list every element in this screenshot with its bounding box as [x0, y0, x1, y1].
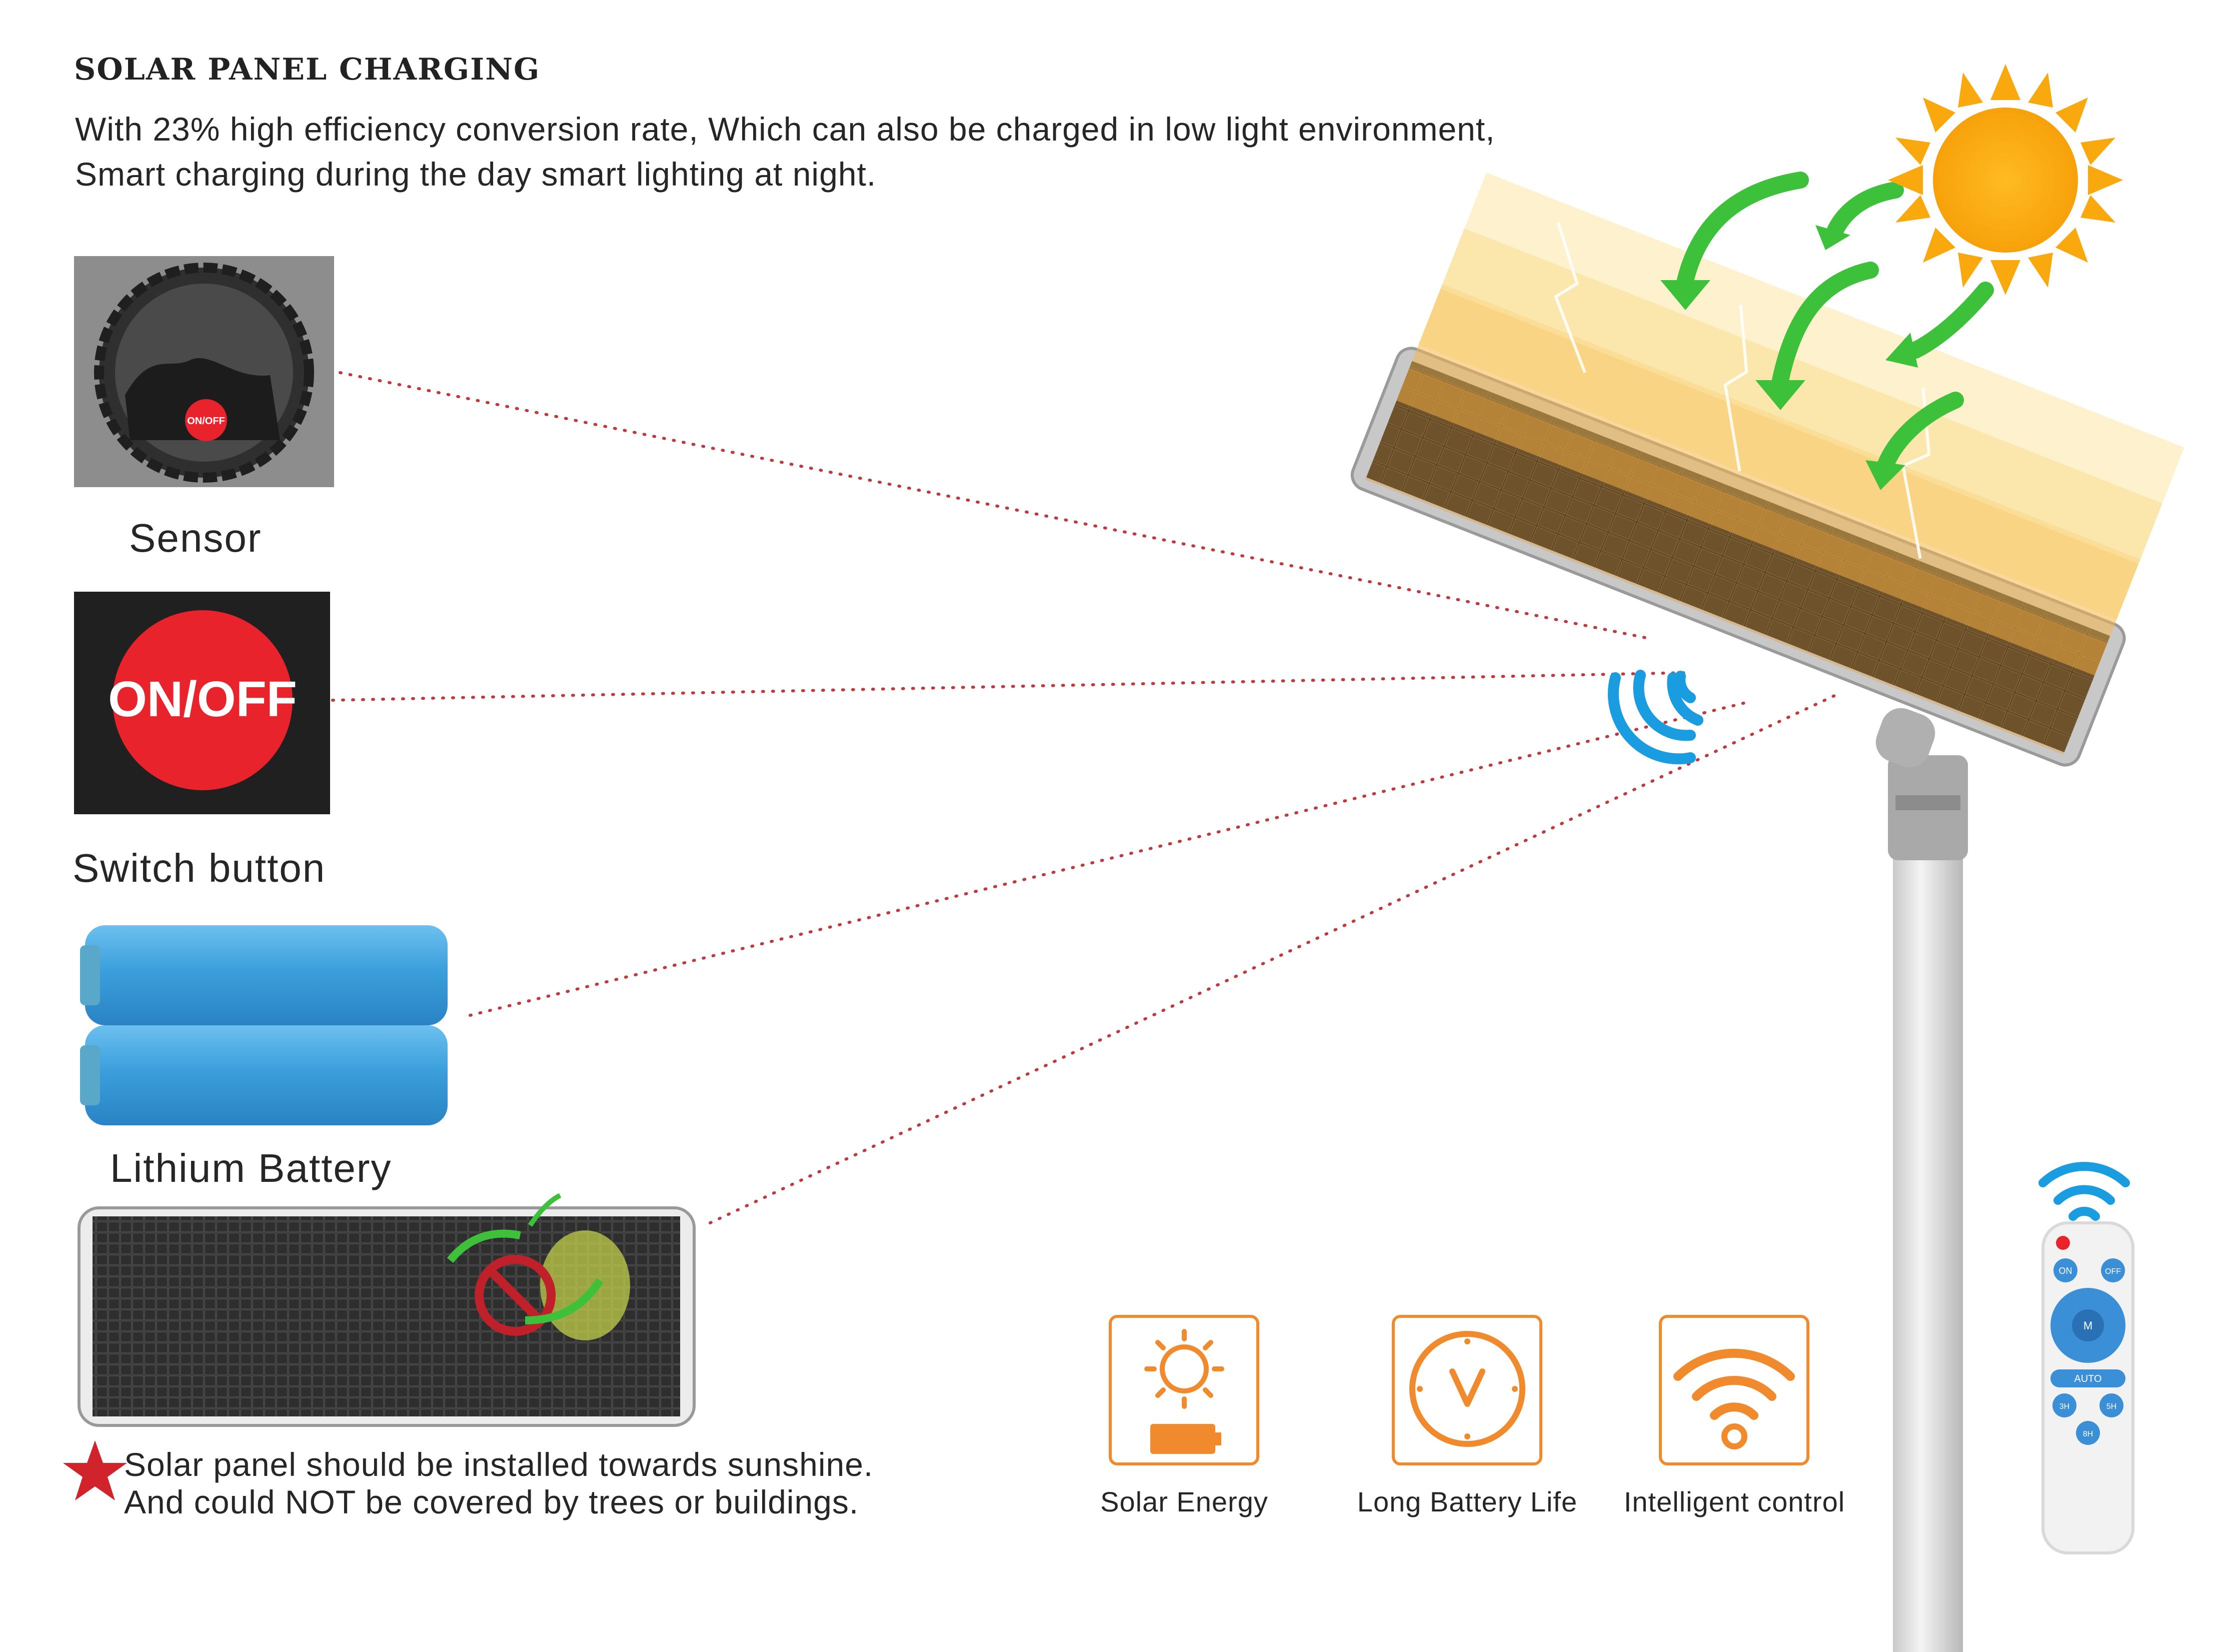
intro-line-1: With 23% high efficiency conversion rate…: [75, 111, 1495, 148]
battery-image: [80, 925, 448, 1125]
connector-sensor: [339, 371, 1647, 639]
remote-timer-b: 5H: [2106, 1402, 2116, 1411]
feature-icon-long-battery-life: [1392, 1315, 1542, 1465]
remote-timer-a: 3H: [2059, 1402, 2069, 1411]
connector-lines: [331, 371, 1837, 1224]
warning-star-icon: [63, 1440, 127, 1500]
connector-panel: [709, 694, 1837, 1224]
section-heading: SOLAR PANEL CHARGING: [74, 52, 541, 87]
sun-icon: [1888, 64, 2123, 295]
intro-line-2: Smart charging during the day smart ligh…: [75, 156, 877, 193]
switch-badge-text: ON/OFF: [108, 671, 297, 727]
sensor-signal-icon: [1608, 670, 1703, 765]
remote-mode-label: M: [2083, 1319, 2092, 1332]
connector-battery: [469, 701, 1747, 1017]
feature-label-solar-energy: Solar Energy: [1100, 1486, 1268, 1517]
remote-timer-c: 8H: [2083, 1430, 2093, 1438]
remote-on-label: ON: [2059, 1266, 2072, 1276]
switch-label: Switch button: [73, 846, 326, 890]
notice-line-1: Solar panel should be installed towards …: [124, 1446, 874, 1483]
feature-icon-solar-energy: [1109, 1315, 1259, 1465]
sensor-label: Sensor: [129, 516, 262, 560]
sensor-image: ON/OFF: [74, 256, 334, 487]
street-light-pole: [1875, 708, 1968, 1652]
remote-signal-icon: [2038, 1162, 2130, 1221]
remote-auto-label: AUTO: [2074, 1373, 2101, 1384]
sensor-badge-text: ON/OFF: [187, 416, 225, 427]
feature-label-intelligent-control: Intelligent control: [1623, 1486, 1845, 1517]
solar-panel-image: [78, 1193, 696, 1427]
street-light-panel: [1350, 172, 2184, 767]
switch-image: ON/OFF: [74, 592, 330, 814]
feature-icon-intelligent-control: [1659, 1315, 1809, 1465]
feature-label-long-battery-life: Long Battery Life: [1357, 1486, 1578, 1517]
arrow-heads: [1660, 225, 1918, 490]
remote-off-label: OFF: [2105, 1267, 2121, 1276]
remote-control: ON OFF M AUTO 3H 5H 8H: [2038, 1162, 2134, 1554]
battery-label: Lithium Battery: [110, 1146, 392, 1190]
notice-line-2: And could NOT be covered by trees or bui…: [124, 1483, 859, 1520]
connector-switch: [331, 671, 1687, 702]
sunlight-arrows: [1677, 172, 1994, 474]
